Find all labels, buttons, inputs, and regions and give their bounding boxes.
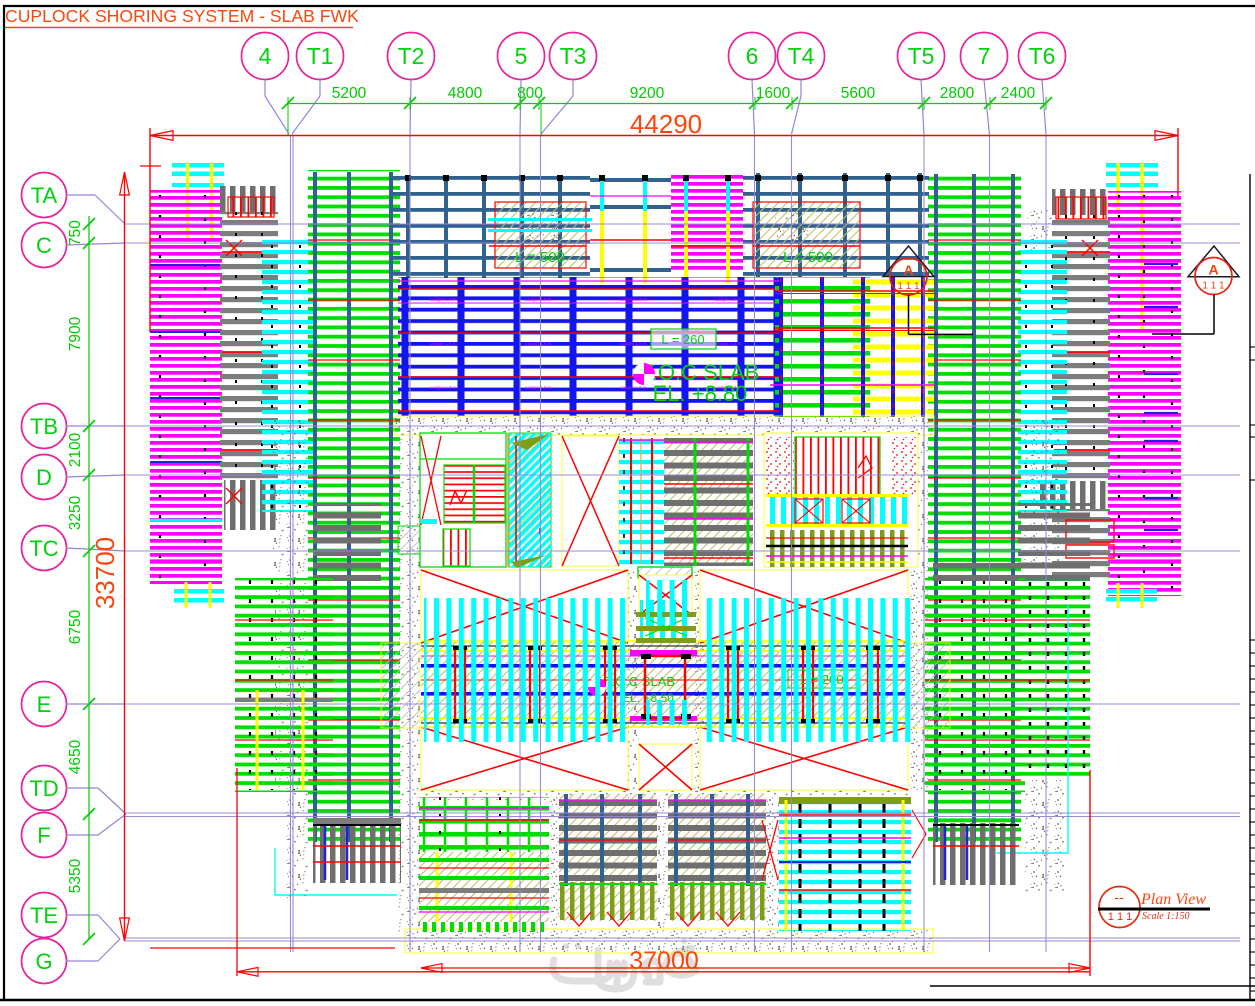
svg-text:4800: 4800 [448,85,483,102]
svg-text:44290: 44290 [630,109,702,139]
svg-text:F: F [37,823,50,848]
svg-text:Ledger 1.8 m: Ledger 1.8 m [620,341,647,346]
svg-text:A: A [1208,262,1218,278]
svg-text:4650: 4650 [67,739,84,774]
svg-text:TD: TD [29,776,58,801]
svg-text:Scale 1:150: Scale 1:150 [1142,911,1190,922]
svg-text:2100: 2100 [67,432,84,467]
svg-text:1 1 1: 1 1 1 [897,281,920,292]
svg-text:C: C [36,233,52,258]
svg-text:T1: T1 [307,43,334,69]
svg-text:L = 260: L = 260 [661,332,704,347]
svg-text:--: -- [1114,889,1124,905]
svg-text:Plan View: Plan View [1140,891,1206,908]
svg-text:5350: 5350 [67,858,84,893]
svg-text:Ledger 1.8 m: Ledger 1.8 m [525,297,552,302]
svg-text:Ledger 1.8 m: Ledger 1.8 m [715,297,742,302]
svg-text:TE: TE [30,903,58,928]
svg-text:1600: 1600 [756,85,791,102]
svg-text:2400: 2400 [1001,85,1036,102]
svg-text:T.O.C SLAB: T.O.C SLAB [641,360,760,385]
svg-text:Ledger 1.8 m: Ledger 1.8 m [430,341,457,346]
svg-text:33700: 33700 [90,537,120,609]
svg-text:TA: TA [31,183,58,208]
svg-text:5200: 5200 [332,85,367,102]
svg-text:Ledger 1.8 m: Ledger 1.8 m [715,341,742,346]
svg-text:T2: T2 [398,43,425,69]
svg-text:Ledger 1.8 m: Ledger 1.8 m [430,297,457,302]
svg-text:L = 500: L = 500 [783,249,833,266]
svg-text:1 1 1: 1 1 1 [1108,911,1132,923]
svg-text:A: A [903,262,913,278]
svg-text:750: 750 [67,220,84,246]
svg-text:800: 800 [517,85,543,102]
svg-text:7900: 7900 [67,316,84,351]
svg-text:9200: 9200 [630,85,665,102]
svg-text:1 1 1: 1 1 1 [1202,281,1225,292]
svg-text:D: D [36,465,52,490]
svg-text:T4: T4 [788,43,815,69]
svg-text:Ledger 1.8 m: Ledger 1.8 m [525,341,552,346]
svg-text:3250: 3250 [67,495,84,530]
svg-text:TC: TC [29,536,58,561]
svg-text:37000: 37000 [629,947,699,975]
svg-text:5: 5 [515,43,528,69]
svg-text:6750: 6750 [67,609,84,644]
svg-text:6: 6 [746,43,759,69]
svg-text:7: 7 [978,43,991,69]
svg-text:T5: T5 [908,43,935,69]
svg-text:5600: 5600 [841,85,876,102]
svg-text:E: E [37,692,52,717]
svg-text:CUPLOCK SHORING SYSTEM - SLAB: CUPLOCK SHORING SYSTEM - SLAB FWK [5,6,359,26]
svg-text:TB: TB [30,414,58,439]
svg-text:Ledger 1.8 m: Ledger 1.8 m [715,385,742,390]
svg-text:Ledger 1.8 m: Ledger 1.8 m [430,385,457,390]
svg-text:G: G [35,949,52,974]
svg-text:Ledger 1.8 m: Ledger 1.8 m [525,385,552,390]
svg-text:T6: T6 [1029,43,1056,69]
svg-text:4: 4 [259,43,272,69]
svg-text:Ledger 1.8 m: Ledger 1.8 m [620,297,647,302]
svg-text:T3: T3 [560,43,587,69]
svg-text:EL. +8.80: EL. +8.80 [653,381,748,406]
svg-text:2800: 2800 [940,85,975,102]
svg-text:Ledger 1.8 m: Ledger 1.8 m [620,385,647,390]
